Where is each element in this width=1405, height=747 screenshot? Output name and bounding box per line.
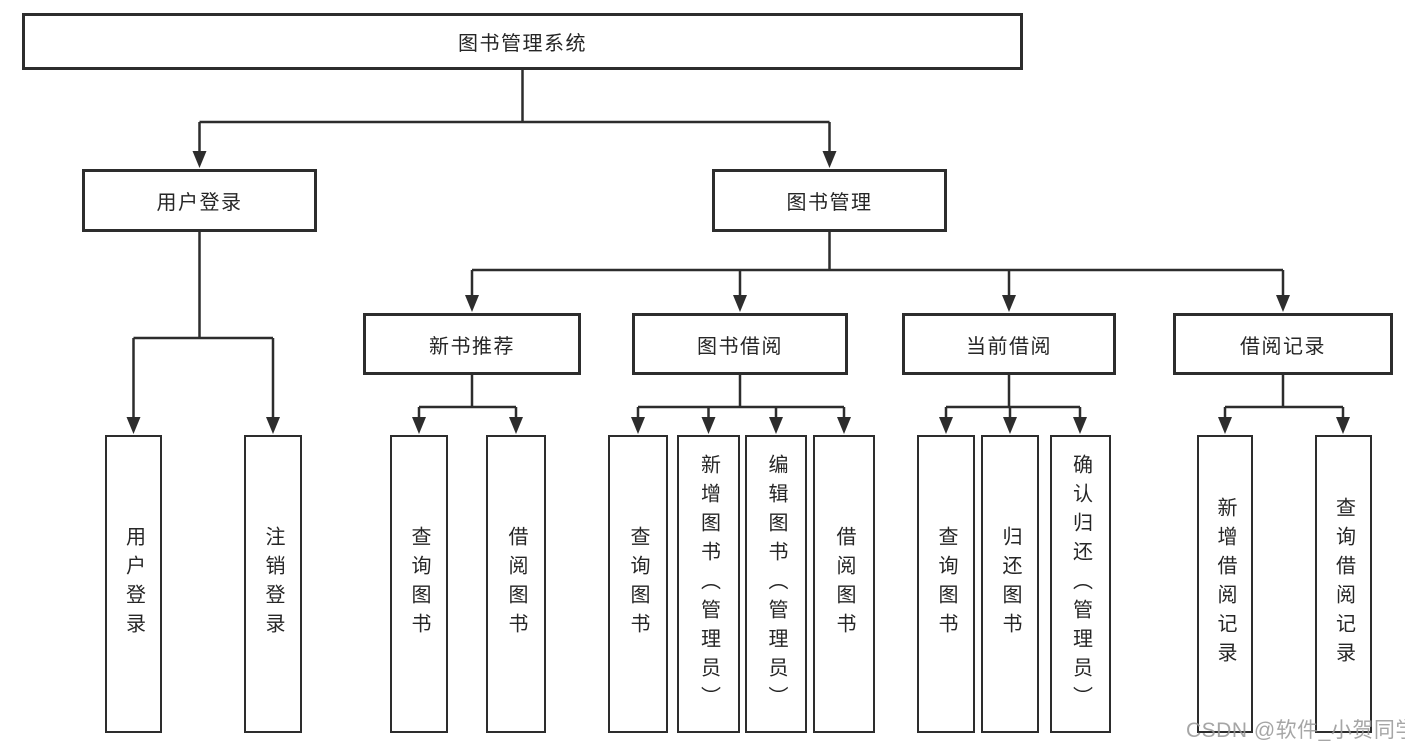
node-current-borrow-label: 当前借阅 bbox=[966, 335, 1052, 358]
leaf-borrow-book: 借阅图书 bbox=[813, 435, 875, 733]
arrowhead-icons bbox=[126, 151, 1350, 434]
leaf-borrow-book-recommend-label: 借阅图书 bbox=[505, 526, 527, 642]
leaf-query-book-current-label: 查询图书 bbox=[935, 526, 957, 642]
leaf-logout: 注销登录 bbox=[244, 435, 302, 733]
leaf-logout-label: 注销登录 bbox=[262, 526, 284, 642]
leaf-add-borrow-record-label: 新增借阅记录 bbox=[1214, 497, 1236, 671]
node-new-book-recommend: 新书推荐 bbox=[363, 313, 581, 375]
connector-edges bbox=[132, 70, 1345, 421]
leaf-query-borrow-record-label: 查询借阅记录 bbox=[1332, 497, 1355, 671]
leaf-user-login-label: 用户登录 bbox=[122, 526, 145, 642]
leaf-edit-book-admin-label: 编辑图书（管理员） bbox=[765, 453, 787, 715]
leaf-user-login: 用户登录 bbox=[105, 435, 162, 733]
node-library-system: 图书管理系统 bbox=[22, 13, 1023, 70]
leaf-confirm-return-admin: 确认归还（管理员） bbox=[1050, 435, 1111, 733]
node-user-login-label: 用户登录 bbox=[156, 192, 243, 214]
leaf-query-book-recommend: 查询图书 bbox=[390, 435, 448, 733]
leaf-borrow-book-recommend: 借阅图书 bbox=[486, 435, 546, 733]
node-book-management-label: 图书管理 bbox=[786, 192, 873, 214]
node-borrow-record-label: 借阅记录 bbox=[1240, 335, 1326, 358]
leaf-borrow-book-label: 借阅图书 bbox=[833, 526, 855, 642]
csdn-watermark: CSDN @软件_小贺同学 bbox=[1186, 719, 1405, 742]
leaf-query-book-recommend-label: 查询图书 bbox=[408, 526, 430, 642]
node-book-borrow-label: 图书借阅 bbox=[697, 335, 783, 358]
leaf-return-book: 归还图书 bbox=[981, 435, 1039, 733]
node-library-system-label: 图书管理系统 bbox=[458, 33, 587, 55]
leaf-query-book-current: 查询图书 bbox=[917, 435, 975, 733]
leaf-return-book-label: 归还图书 bbox=[999, 526, 1021, 642]
node-book-borrow: 图书借阅 bbox=[632, 313, 848, 375]
leaf-query-borrow-record: 查询借阅记录 bbox=[1315, 435, 1372, 733]
leaf-query-book-borrow-label: 查询图书 bbox=[627, 526, 649, 642]
leaf-query-book-borrow: 查询图书 bbox=[608, 435, 668, 733]
leaf-confirm-return-admin-label: 确认归还（管理员） bbox=[1069, 453, 1092, 715]
leaf-edit-book-admin: 编辑图书（管理员） bbox=[745, 435, 807, 733]
node-borrow-record: 借阅记录 bbox=[1173, 313, 1393, 375]
node-user-login: 用户登录 bbox=[82, 169, 317, 232]
node-book-management: 图书管理 bbox=[712, 169, 947, 232]
leaf-add-book-admin-label: 新增图书（管理员） bbox=[697, 453, 720, 715]
node-current-borrow: 当前借阅 bbox=[902, 313, 1116, 375]
leaf-add-borrow-record: 新增借阅记录 bbox=[1197, 435, 1253, 733]
node-new-book-recommend-label: 新书推荐 bbox=[429, 335, 515, 358]
leaf-add-book-admin: 新增图书（管理员） bbox=[677, 435, 740, 733]
